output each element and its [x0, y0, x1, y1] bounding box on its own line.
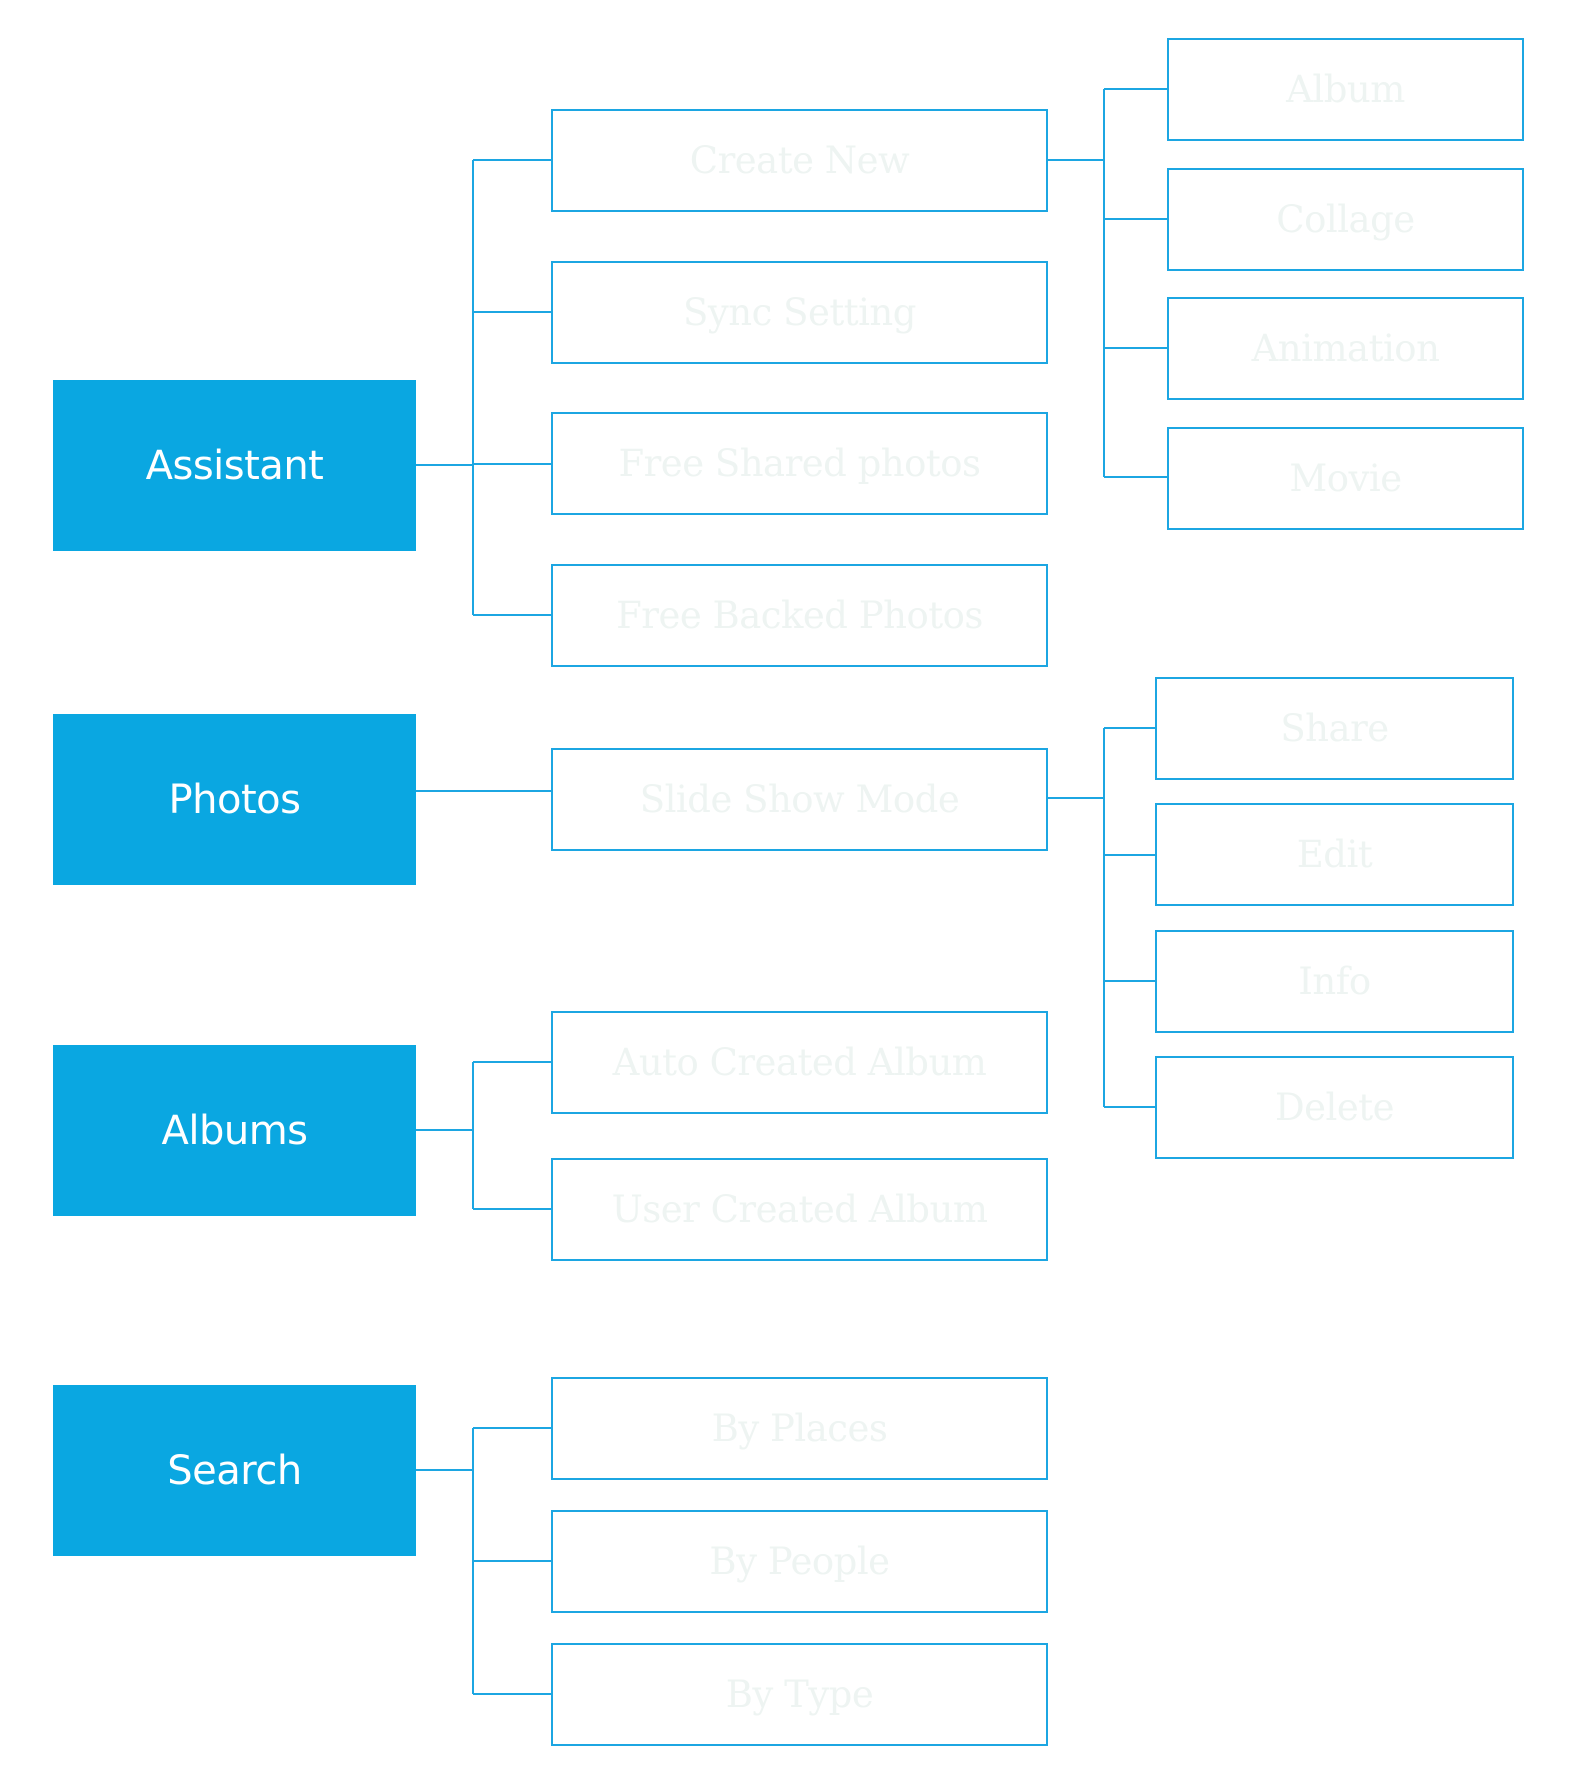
- node-slide-show-mode[interactable]: Slide Show Mode: [551, 748, 1048, 851]
- node-info[interactable]: Info: [1155, 930, 1514, 1033]
- node-collage[interactable]: Collage: [1167, 168, 1524, 271]
- connector-albums: [416, 1061, 551, 1210]
- node-delete[interactable]: Delete: [1155, 1056, 1514, 1159]
- node-assistant[interactable]: Assistant: [53, 380, 416, 551]
- connector-search: [416, 1427, 551, 1695]
- node-animation[interactable]: Animation: [1167, 297, 1524, 400]
- node-share[interactable]: Share: [1155, 677, 1514, 780]
- connector-create-new: [1048, 88, 1167, 478]
- node-movie[interactable]: Movie: [1167, 427, 1524, 530]
- node-edit[interactable]: Edit: [1155, 803, 1514, 906]
- node-by-places[interactable]: By Places: [551, 1377, 1048, 1480]
- node-free-shared-photos[interactable]: Free Shared photos: [551, 412, 1048, 515]
- node-album[interactable]: Album: [1167, 38, 1524, 141]
- node-sync-setting[interactable]: Sync Setting: [551, 261, 1048, 364]
- node-photos[interactable]: Photos: [53, 714, 416, 885]
- node-by-type[interactable]: By Type: [551, 1643, 1048, 1746]
- connector-slide-show: [1048, 727, 1155, 1108]
- node-by-people[interactable]: By People: [551, 1510, 1048, 1613]
- node-search[interactable]: Search: [53, 1385, 416, 1556]
- node-albums[interactable]: Albums: [53, 1045, 416, 1216]
- node-auto-created-album[interactable]: Auto Created Album: [551, 1011, 1048, 1114]
- node-free-backed-photos[interactable]: Free Backed Photos: [551, 564, 1048, 667]
- node-user-created-album[interactable]: User Created Album: [551, 1158, 1048, 1261]
- connector-assistant: [416, 159, 551, 616]
- node-create-new[interactable]: Create New: [551, 109, 1048, 212]
